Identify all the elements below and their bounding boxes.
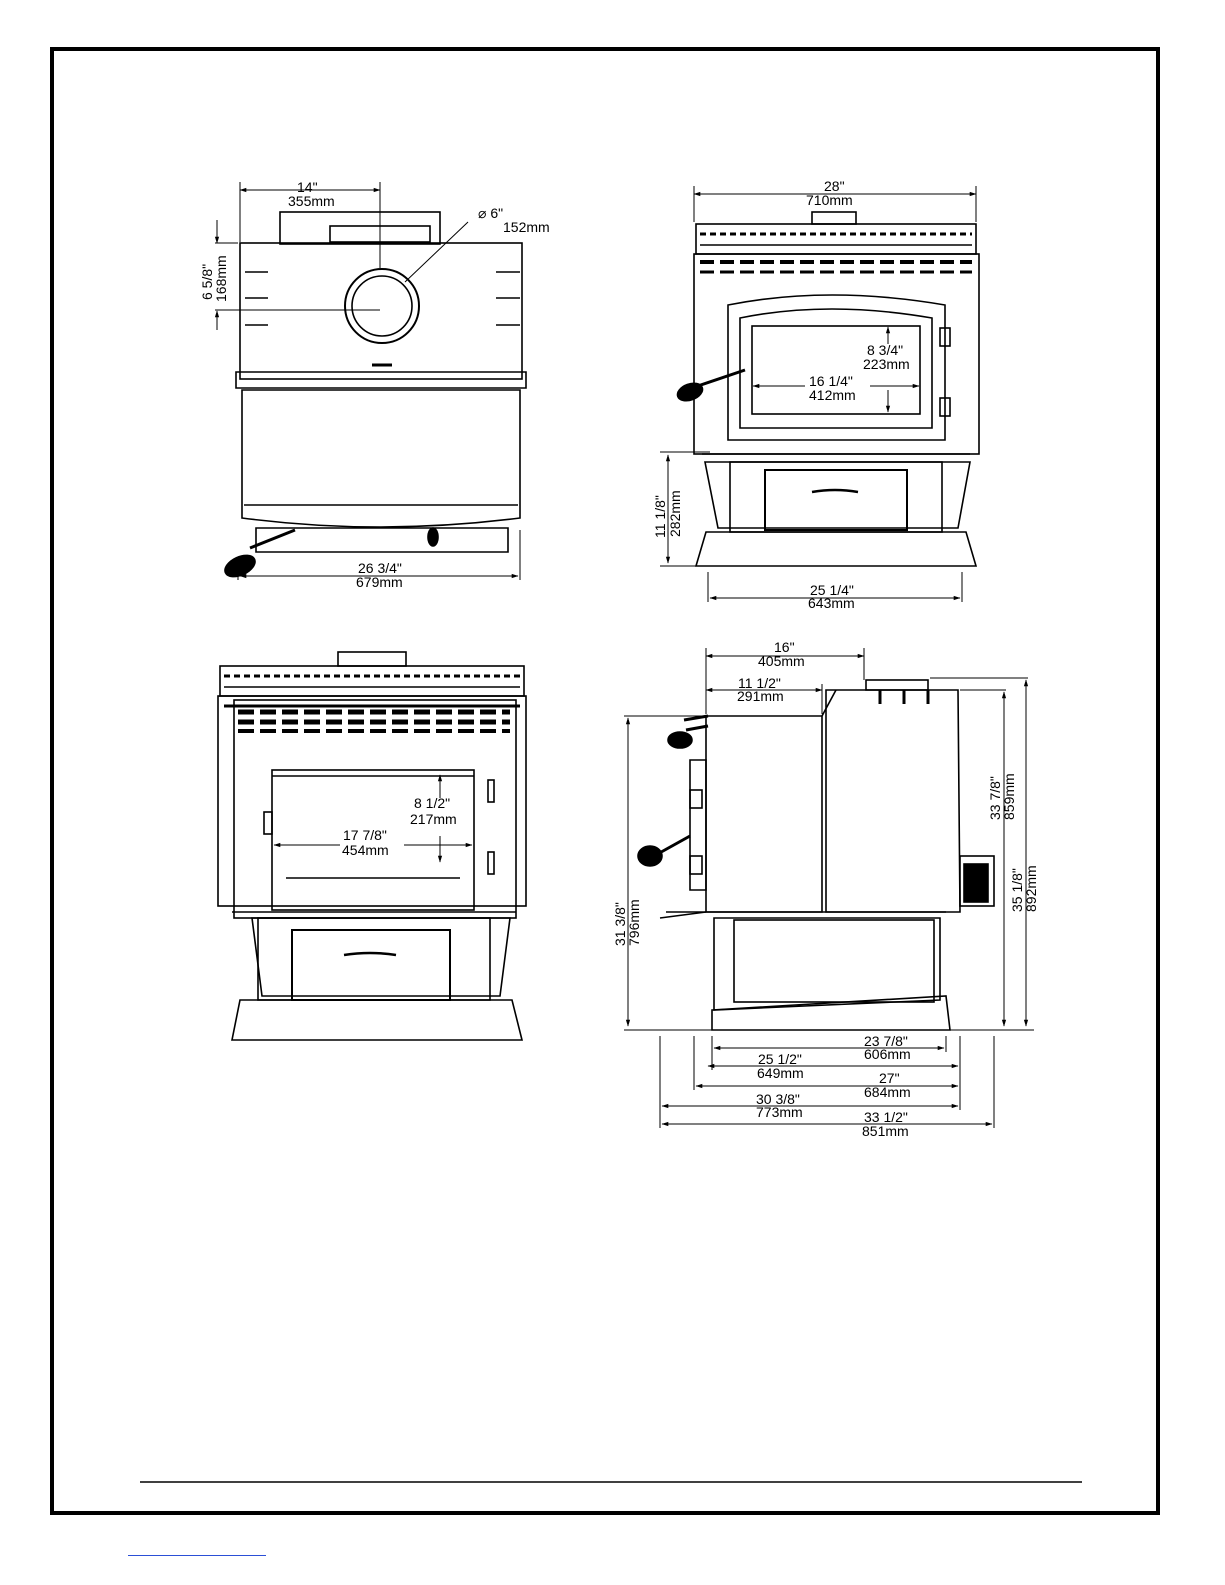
dim-firebox-width-in: 17 7/8" <box>343 827 387 843</box>
dim-firebox-height-in: 8 1/2" <box>414 795 450 811</box>
dim-overall-depth-mm: 851mm <box>862 1123 909 1139</box>
dim-flue-to-front-mm: 405mm <box>758 653 805 669</box>
dim-flue-diameter-in: ⌀ 6" <box>478 205 503 221</box>
dim-flue-offset-mm: 355mm <box>288 193 335 209</box>
dim-depth-30-mm: 773mm <box>756 1104 803 1120</box>
dim-overall-width-mm: 710mm <box>806 192 853 208</box>
side-view <box>624 648 1034 1128</box>
dim-height-to-top-mm: 859mm <box>1001 773 1017 820</box>
footer-link-underline <box>128 1555 266 1556</box>
dim-pedestal-height-mm: 282mm <box>667 490 683 537</box>
dim-body-front-depth-mm: 291mm <box>737 688 784 704</box>
dim-firebox-width-mm: 454mm <box>342 842 389 858</box>
top-view <box>215 182 526 581</box>
dim-depth-27-mm: 684mm <box>864 1084 911 1100</box>
dim-width-mm: 679mm <box>356 574 403 590</box>
dim-body-depth-mm: 649mm <box>757 1065 804 1081</box>
dim-height-front-mm: 796mm <box>626 899 642 946</box>
dim-base-width-mm: 643mm <box>808 595 855 611</box>
dim-flue-depth-mm: 168mm <box>213 255 229 302</box>
front-open-view-labels: 8 1/2" 217mm 17 7/8" 454mm <box>342 795 457 858</box>
dim-glass-width-mm: 412mm <box>809 387 856 403</box>
dim-base-depth-mm: 606mm <box>864 1046 911 1062</box>
dim-pedestal-height-in: 11 1/8" <box>652 495 668 538</box>
dim-overall-height-mm: 892mm <box>1023 865 1039 912</box>
dim-firebox-height-mm: 217mm <box>410 811 457 827</box>
dim-glass-height-mm: 223mm <box>863 356 910 372</box>
dim-flue-diameter-mm: 152mm <box>503 219 550 235</box>
